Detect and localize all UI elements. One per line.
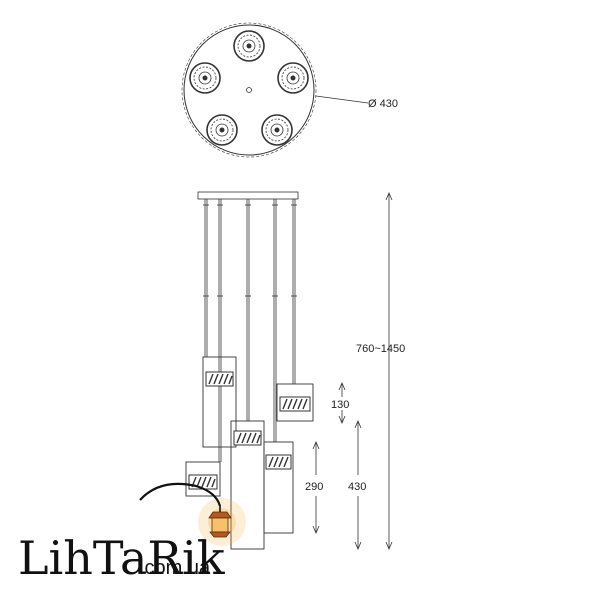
rosette-top bbox=[233, 30, 265, 62]
diameter-label: Ø 430 bbox=[368, 98, 398, 110]
logo-domain-text: .com.ua bbox=[139, 557, 211, 579]
rosette-left bbox=[189, 62, 221, 94]
shade-small-left bbox=[185, 461, 221, 497]
small-shade-height-label: 130 bbox=[331, 399, 349, 411]
tall-shade-height-label: 430 bbox=[348, 481, 366, 493]
hanging-lantern-icon bbox=[139, 482, 246, 546]
side-view bbox=[185, 191, 393, 551]
diameter-leader-line bbox=[315, 95, 369, 104]
medium-shade-dimension bbox=[312, 440, 320, 535]
height-range-label: 760~1450 bbox=[356, 343, 405, 355]
tall-shade-dimension bbox=[354, 419, 362, 551]
canopy-outline bbox=[183, 24, 315, 156]
suspension-cables bbox=[203, 199, 297, 462]
ceiling-plate bbox=[197, 191, 299, 200]
rosette-bottom-left bbox=[206, 114, 238, 146]
shade-small-right bbox=[276, 383, 314, 422]
medium-shade-height-label: 290 bbox=[305, 481, 323, 493]
small-shade-dimension bbox=[338, 381, 346, 425]
shade-tall-center bbox=[230, 420, 265, 550]
rosette-right bbox=[277, 62, 309, 94]
rosette-bottom-right bbox=[261, 114, 293, 146]
logo-brand-text: LihTaRik bbox=[18, 531, 226, 585]
top-view bbox=[181, 22, 369, 158]
shade-medium-right bbox=[263, 441, 294, 534]
center-point bbox=[246, 87, 252, 93]
shade-medium-left bbox=[202, 356, 237, 448]
canopy-dashed-outline bbox=[181, 22, 317, 158]
brand-logo: LihTaRik .com.ua bbox=[18, 482, 246, 585]
height-range-dimension bbox=[385, 191, 393, 551]
